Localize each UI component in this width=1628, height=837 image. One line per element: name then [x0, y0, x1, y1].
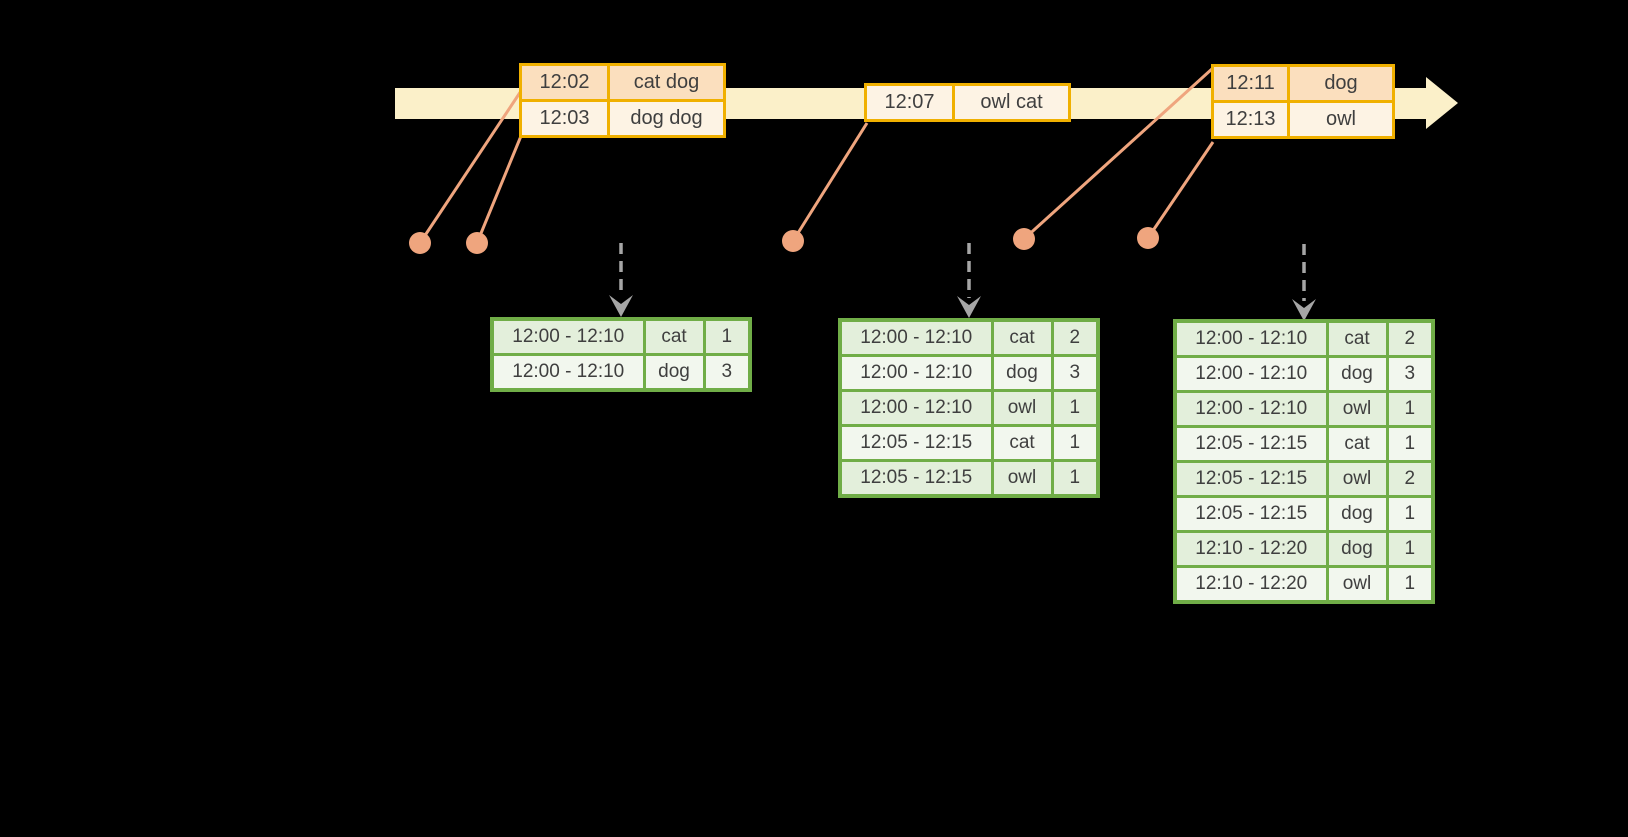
- result-row: 12:10 - 12:20 dog 1: [1173, 530, 1435, 568]
- count-cell: 2: [1050, 318, 1100, 357]
- word-cell: owl: [1325, 390, 1389, 428]
- result-row: 12:05 - 12:15 cat 1: [1173, 425, 1435, 463]
- count-cell: 1: [1050, 424, 1100, 462]
- count-cell: 1: [1385, 390, 1435, 428]
- count-cell: 2: [1385, 319, 1435, 358]
- trigger-arrow-icon: [957, 243, 981, 318]
- word-cell: cat: [1325, 319, 1389, 358]
- word-cell: owl: [1325, 460, 1389, 498]
- word-cell: dog: [642, 353, 706, 392]
- result-row: 12:05 - 12:15 owl 1: [838, 459, 1100, 498]
- window-cell: 12:00 - 12:10: [1173, 319, 1329, 358]
- event-words-cell: dog: [1287, 64, 1395, 103]
- window-cell: 12:00 - 12:10: [838, 318, 994, 357]
- word-cell: dog: [1325, 530, 1389, 568]
- connector-line: [791, 122, 869, 242]
- word-cell: dog: [1325, 355, 1389, 393]
- event-table: 12:02 cat dog 12:03 dog dog: [519, 63, 726, 138]
- window-cell: 12:05 - 12:15: [838, 459, 994, 498]
- window-cell: 12:10 - 12:20: [1173, 565, 1329, 604]
- count-cell: 1: [1050, 389, 1100, 427]
- connector-line: [475, 135, 523, 244]
- window-cell: 12:00 - 12:10: [838, 354, 994, 392]
- event-row: 12:13 owl: [1211, 100, 1395, 139]
- result-row: 12:05 - 12:15 owl 2: [1173, 460, 1435, 498]
- count-cell: 1: [702, 317, 752, 356]
- result-table: 12:00 - 12:10 cat 1 12:00 - 12:10 dog 3: [490, 317, 752, 392]
- event-dot: [466, 232, 488, 254]
- result-row: 12:05 - 12:15 cat 1: [838, 424, 1100, 462]
- word-cell: cat: [1325, 425, 1389, 463]
- window-cell: 12:00 - 12:10: [490, 353, 646, 392]
- window-cell: 12:00 - 12:10: [838, 389, 994, 427]
- result-row: 12:00 - 12:10 dog 3: [490, 353, 752, 392]
- count-cell: 3: [1385, 355, 1435, 393]
- result-row: 12:10 - 12:20 owl 1: [1173, 565, 1435, 604]
- count-cell: 1: [1385, 495, 1435, 533]
- word-cell: owl: [1325, 565, 1389, 604]
- trigger-arrow-icon: [609, 243, 633, 317]
- event-row: 12:03 dog dog: [519, 99, 726, 138]
- connector-line: [1022, 66, 1215, 241]
- event-words-cell: owl cat: [952, 83, 1071, 122]
- timeline-arrowhead-icon: [1426, 77, 1458, 129]
- event-table: 12:11 dog 12:13 owl: [1211, 64, 1395, 139]
- event-words-cell: dog dog: [607, 99, 726, 138]
- result-row: 12:00 - 12:10 owl 1: [1173, 390, 1435, 428]
- window-cell: 12:00 - 12:10: [1173, 355, 1329, 393]
- count-cell: 1: [1385, 565, 1435, 604]
- word-cell: owl: [990, 389, 1054, 427]
- count-cell: 1: [1385, 425, 1435, 463]
- event-row: 12:07 owl cat: [864, 83, 1071, 122]
- trigger-arrow-head-icon: [1292, 299, 1316, 321]
- word-cell: cat: [990, 318, 1054, 357]
- window-cell: 12:00 - 12:10: [1173, 390, 1329, 428]
- connector-line: [418, 90, 523, 244]
- event-row: 12:02 cat dog: [519, 63, 726, 102]
- event-dot: [409, 232, 431, 254]
- word-cell: owl: [990, 459, 1054, 498]
- event-time-cell: 12:07: [864, 83, 955, 122]
- count-cell: 1: [1385, 530, 1435, 568]
- connector-line: [1146, 141, 1215, 239]
- window-cell: 12:10 - 12:20: [1173, 530, 1329, 568]
- event-time-cell: 12:13: [1211, 100, 1290, 139]
- result-row: 12:05 - 12:15 dog 1: [1173, 495, 1435, 533]
- count-cell: 3: [702, 353, 752, 392]
- count-cell: 2: [1385, 460, 1435, 498]
- event-time-cell: 12:02: [519, 63, 610, 102]
- event-dot: [1013, 228, 1035, 250]
- result-row: 12:00 - 12:10 cat 2: [1173, 319, 1435, 358]
- result-row: 12:00 - 12:10 owl 1: [838, 389, 1100, 427]
- window-cell: 12:05 - 12:15: [1173, 495, 1329, 533]
- trigger-arrow-head-icon: [957, 296, 981, 318]
- word-cell: cat: [642, 317, 706, 356]
- word-cell: cat: [990, 424, 1054, 462]
- event-time-cell: 12:03: [519, 99, 610, 138]
- word-cell: dog: [990, 354, 1054, 392]
- event-time-cell: 12:11: [1211, 64, 1290, 103]
- result-table: 12:00 - 12:10 cat 2 12:00 - 12:10 dog 3 …: [1173, 319, 1435, 604]
- event-words-cell: cat dog: [607, 63, 726, 102]
- window-cell: 12:05 - 12:15: [1173, 425, 1329, 463]
- trigger-arrow-head-icon: [609, 295, 633, 317]
- window-cell: 12:05 - 12:15: [838, 424, 994, 462]
- event-dot: [782, 230, 804, 252]
- event-row: 12:11 dog: [1211, 64, 1395, 103]
- trigger-arrow-icon: [1292, 244, 1316, 321]
- count-cell: 1: [1050, 459, 1100, 498]
- result-table: 12:00 - 12:10 cat 2 12:00 - 12:10 dog 3 …: [838, 318, 1100, 498]
- count-cell: 3: [1050, 354, 1100, 392]
- event-dot: [1137, 227, 1159, 249]
- window-cell: 12:05 - 12:15: [1173, 460, 1329, 498]
- result-row: 12:00 - 12:10 dog 3: [1173, 355, 1435, 393]
- result-row: 12:00 - 12:10 cat 2: [838, 318, 1100, 357]
- word-cell: dog: [1325, 495, 1389, 533]
- result-row: 12:00 - 12:10 dog 3: [838, 354, 1100, 392]
- event-words-cell: owl: [1287, 100, 1395, 139]
- result-row: 12:00 - 12:10 cat 1: [490, 317, 752, 356]
- window-cell: 12:00 - 12:10: [490, 317, 646, 356]
- event-table: 12:07 owl cat: [864, 83, 1071, 122]
